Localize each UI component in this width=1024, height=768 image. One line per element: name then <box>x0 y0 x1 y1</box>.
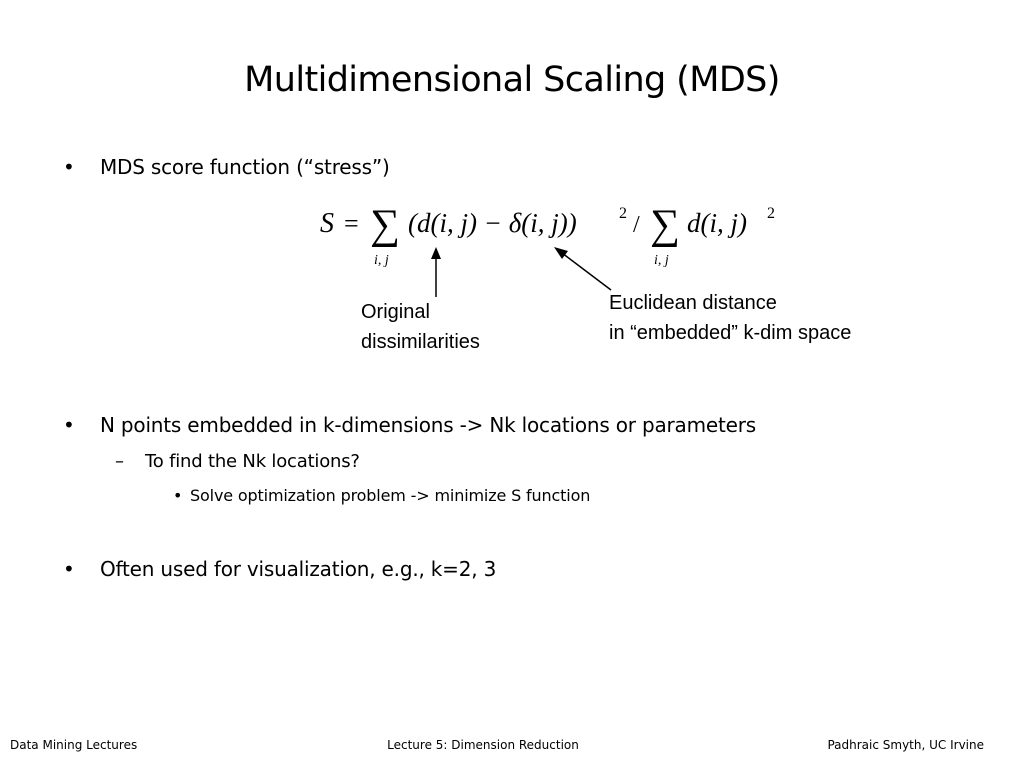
sub-bullet-mark: – <box>115 451 124 472</box>
bullet-embedding: • N points embedded in k-dimensions -> N… <box>63 411 756 439</box>
footer-center: Lecture 5: Dimension Reduction <box>387 738 579 752</box>
subsub-bullet-mark: • <box>173 486 183 505</box>
slide-title: Multidimensional Scaling (MDS) <box>244 60 780 100</box>
bullet-text: Often used for visualization, e.g., k=2,… <box>100 557 497 581</box>
formula-sigma-1: ∑ <box>370 202 400 248</box>
formula-lhs: S <box>320 208 334 239</box>
footer-right: Padhraic Smyth, UC Irvine <box>827 738 984 752</box>
bullet-visualization: • Often used for visualization, e.g., k=… <box>63 555 497 583</box>
annotation-euclidean: Euclidean distance in “embedded” k-dim s… <box>609 288 851 348</box>
stress-formula: S = ∑ i, j (d(i, j) − δ(i, j)) 2 / ∑ i, … <box>320 202 775 268</box>
formula-sigma-2: ∑ <box>650 202 680 248</box>
bullet-mark: • <box>63 413 75 437</box>
sub-bullet-text: To find the Nk locations? <box>145 451 360 472</box>
bullet-text: MDS score function (“stress”) <box>100 155 390 179</box>
formula-sub-1: i, j <box>374 253 389 268</box>
annotation-euclidean-line1: Euclidean distance <box>609 292 777 314</box>
annotation-original-line1: Original <box>361 301 430 323</box>
bullet-mark: • <box>63 557 75 581</box>
subsub-bullet-optimization: • Solve optimization problem -> minimize… <box>173 485 591 507</box>
annotation-euclidean-line2: in “embedded” k-dim space <box>609 322 852 344</box>
annotation-original: Original dissimilarities <box>361 297 480 357</box>
formula-term-2: d(i, j) <box>687 208 747 238</box>
bullet-mark: • <box>63 155 75 179</box>
formula-exp-2: 2 <box>767 205 775 222</box>
formula-term-1: (d(i, j) − δ(i, j)) <box>408 208 577 238</box>
formula-equals: = <box>344 209 359 238</box>
formula-exp-1: 2 <box>619 205 627 222</box>
sub-bullet-find-locations: – To find the Nk locations? <box>115 449 360 475</box>
annotation-original-line2: dissimilarities <box>361 331 480 353</box>
formula-slash: / <box>633 212 640 238</box>
bullet-text: N points embedded in k-dimensions -> Nk … <box>100 413 756 437</box>
footer-left: Data Mining Lectures <box>10 738 138 752</box>
subsub-bullet-text: Solve optimization problem -> minimize S… <box>190 486 591 505</box>
bullet-stress: • MDS score function (“stress”) <box>63 153 390 181</box>
formula-sub-2: i, j <box>654 253 669 268</box>
